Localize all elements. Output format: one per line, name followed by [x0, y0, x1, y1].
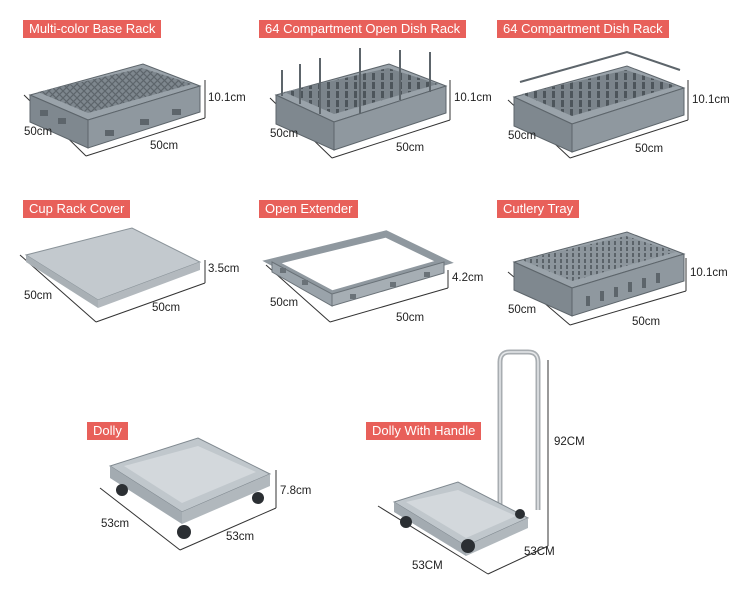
open-dish-rack-image: [274, 48, 448, 151]
tag-cup-rack-cover: Cup Rack Cover: [23, 200, 131, 218]
dish-rack-image: [512, 50, 686, 153]
tag-dish-rack: 64 Compartment Dish Rack: [497, 20, 669, 38]
dim-height: 10.1cm: [454, 92, 492, 104]
dim-height: 4.2cm: [452, 272, 484, 284]
base-rack-image: [28, 63, 202, 149]
dim-depth: 50cm: [24, 290, 53, 302]
dim-height: 10.1cm: [208, 92, 246, 104]
open-extender-image: [262, 230, 454, 307]
dim-width: 50cm: [396, 312, 425, 324]
dim-height: 3.5cm: [208, 263, 240, 275]
cutlery-tray-image: [512, 231, 686, 317]
dim-depth: 50cm: [270, 297, 299, 309]
dim-height: 92CM: [554, 436, 585, 448]
dim-height: 7.8cm: [280, 485, 312, 497]
dim-depth: 50cm: [508, 130, 537, 142]
tag-cutlery-tray: Cutlery Tray: [497, 200, 580, 218]
tag-dolly: Dolly: [87, 422, 128, 440]
dim-width: 50cm: [632, 316, 661, 328]
dim-width: 50cm: [396, 142, 425, 154]
dim-width: 50cm: [635, 143, 664, 155]
dim-width: 53cm: [226, 531, 255, 543]
tag-base-rack: Multi-color Base Rack: [23, 20, 162, 38]
cup-rack-cover-image: [24, 227, 202, 308]
dolly-with-handle-image: [392, 349, 541, 556]
dim-depth: 50cm: [270, 128, 299, 140]
dim-depth: 50cm: [508, 304, 537, 316]
dim-depth: 53CM: [412, 560, 443, 572]
dim-width: 53CM: [524, 546, 555, 558]
dim-height: 10.1cm: [692, 94, 730, 106]
dolly-image: [108, 437, 272, 539]
tag-open-dish-rack: 64 Compartment Open Dish Rack: [259, 20, 467, 38]
dim-width: 50cm: [150, 140, 179, 152]
dim-width: 50cm: [152, 302, 181, 314]
dim-depth: 53cm: [101, 518, 130, 530]
tag-dolly-with-handle: Dolly With Handle: [366, 422, 482, 440]
dim-height: 10.1cm: [690, 267, 728, 279]
dim-depth: 50cm: [24, 126, 53, 138]
tag-open-extender: Open Extender: [259, 200, 359, 218]
